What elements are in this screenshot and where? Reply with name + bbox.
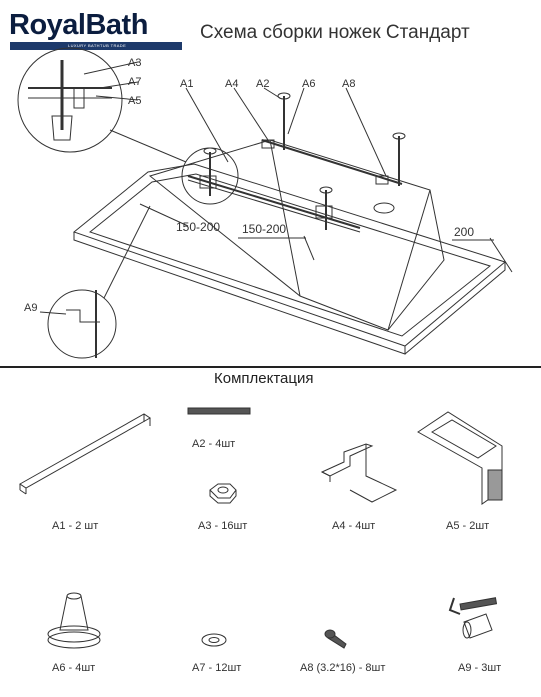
slotted-bracket-icon	[417, 411, 503, 505]
rod-icon	[19, 413, 151, 495]
callout-a7: A7	[128, 76, 142, 88]
tub-rim-inner	[88, 173, 492, 337]
callout-a2: A2	[256, 78, 270, 90]
page-title: Схема сборки ножек Стандарт	[200, 22, 470, 43]
drain-hole	[373, 202, 395, 214]
mounting-bracket-icon	[320, 443, 398, 503]
callout-a1: A1	[180, 78, 194, 90]
part-caption-a8: A8 (3.2*16) - 8шт	[300, 662, 386, 674]
logo-text: RoyalBath	[9, 9, 148, 41]
section-divider	[0, 366, 541, 368]
brand-logo: RoyalBath LUXURY BATHTUB TRADE	[6, 8, 184, 50]
part-caption-a4: A4 - 4шт	[332, 520, 376, 532]
dimension-left: 150-200	[176, 220, 221, 234]
foot-cap-icon	[47, 592, 101, 649]
threaded-stud-icon	[187, 407, 251, 415]
callout-a5: A5	[128, 95, 142, 107]
screw-icon	[324, 629, 347, 649]
detail-circle-bottom	[47, 289, 117, 359]
rod-a1-front	[187, 175, 361, 229]
part-caption-a1: A1 - 2 шт	[52, 520, 99, 532]
logo-bar	[10, 42, 182, 50]
logo-tagline: LUXURY BATHTUB TRADE	[68, 43, 127, 48]
part-caption-a5: A5 - 2шт	[446, 520, 490, 532]
callout-a8: A8	[342, 78, 356, 90]
part-caption-a3: A3 - 16шт	[198, 520, 248, 532]
washer-icon	[201, 633, 227, 647]
tub-rim-outer	[72, 163, 507, 347]
hook-and-dowel-icon	[448, 597, 498, 639]
part-caption-a9: A9 - 3шт	[458, 662, 502, 674]
part-caption-a2: A2 - 4шт	[192, 438, 236, 450]
callout-a6: A6	[302, 78, 316, 90]
rod-a1-back	[261, 139, 403, 185]
part-caption-a6: A6 - 4шт	[52, 662, 96, 674]
part-caption-a7: A7 - 12шт	[192, 662, 242, 674]
assembly-diagram	[17, 47, 513, 359]
detail-circle-top	[181, 147, 239, 205]
kit-title: Комплектация	[214, 370, 314, 387]
callout-a9: A9	[24, 302, 38, 314]
detail-circle-left	[17, 47, 123, 153]
dimension-end: 200	[454, 225, 475, 239]
callout-a4: A4	[225, 78, 239, 90]
hex-nut-icon	[209, 483, 237, 504]
callout-a3: A3	[128, 57, 142, 69]
dimension-middle: 150-200	[242, 222, 287, 236]
